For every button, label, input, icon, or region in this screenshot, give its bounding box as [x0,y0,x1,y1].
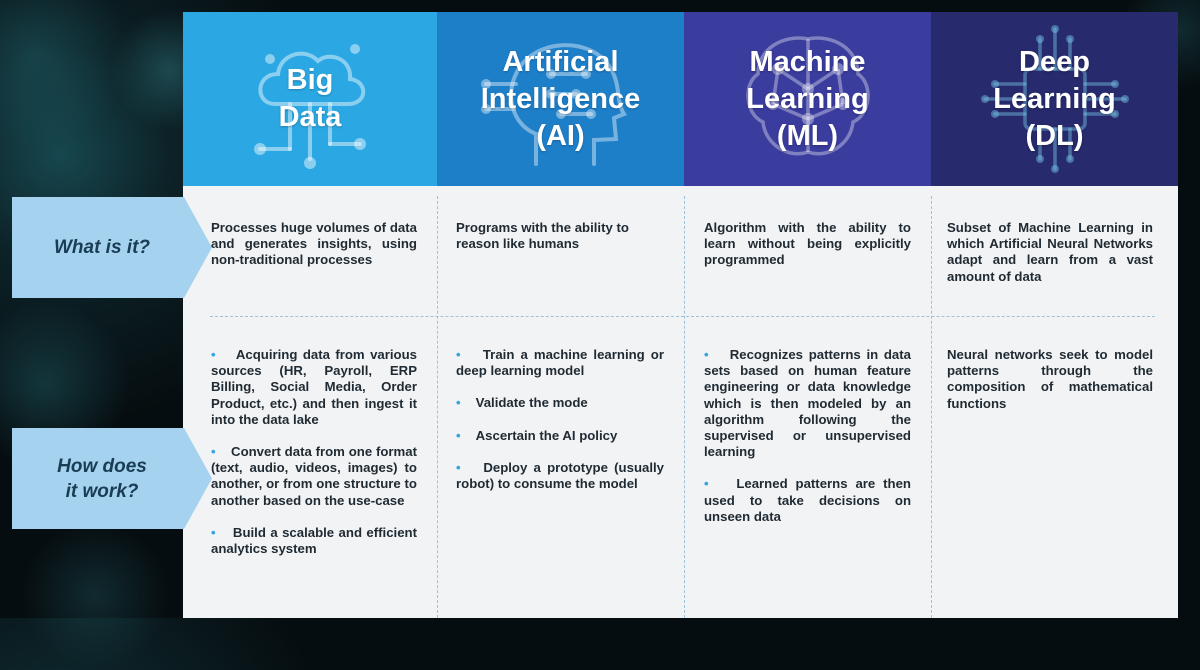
list-item: • Train a machine learning or deep learn… [456,347,664,379]
cell-what-big-data: Processes huge volumes of data and gener… [211,220,417,268]
header-title-line: Intelligence [480,82,641,115]
header-title-line: (AI) [536,119,585,152]
list-item: • Convert data from one format (text, au… [211,444,417,508]
bullet-icon: • [456,427,461,443]
list-item: • Ascertain the AI policy [456,427,618,443]
bullet-icon: • [704,476,709,492]
cell-text: Programs with the ability to reason like… [456,220,629,252]
list-item: • Recognizes patterns in data sets based… [704,347,911,460]
bullet-icon: • [211,347,216,362]
column-divider [437,196,438,618]
header-big-data: Big Data [183,12,437,186]
bullet-icon: • [704,347,709,362]
row-label-how: How does it work? [12,428,212,529]
header-title-line: Artificial [502,45,619,78]
cloud-circuit-icon [254,44,366,169]
list-item: • Deploy a prototype (usually robot) to … [456,459,664,492]
head-circuit-icon [480,43,627,166]
bullet-icon: • [456,459,461,475]
cell-how-ml: • Recognizes patterns in data sets based… [704,347,911,525]
header-title-line: (ML) [776,119,839,152]
bullet-icon: • [456,347,461,362]
cell-how-big-data: • Acquiring data from various sources (H… [211,347,417,557]
header-title-line: Big [286,64,334,96]
cell-what-dl: Subset of Machine Learning in which Arti… [947,220,1153,284]
list-item: • Validate the mode [456,395,588,411]
header-title-line: Learning [993,82,1116,115]
bullet-icon: • [211,444,216,460]
header-title-line: (DL) [1025,119,1084,152]
header-ai: Artificial Intelligence (AI) [437,12,684,186]
list-item: • Build a scalable and efficient analyti… [211,524,417,557]
chip-circuit-icon [980,25,1129,173]
bullet-icon: • [211,524,216,540]
row-label-text: How does [57,455,147,477]
list-item: • Acquiring data from various sources (H… [211,347,417,427]
row-label-text: it work? [65,480,139,502]
row-divider [210,316,1155,317]
cell-how-dl: Neural networks seek to model patterns t… [947,347,1153,411]
header-title-line: Data [278,101,342,133]
cell-what-ai: Programs with the ability to reason like… [456,220,664,252]
brain-network-icon [745,36,870,156]
column-divider [931,196,932,618]
cell-what-ml: Algorithm with the ability to learn with… [704,220,911,268]
header-dl: Deep Learning (DL) [931,12,1178,186]
cell-how-ai: • Train a machine learning or deep learn… [456,347,664,492]
header-title-line: Deep [1019,45,1090,78]
list-item: • Learned patterns are then used to take… [704,476,911,524]
header-title-line: Machine [749,45,866,78]
header-ml: Machine Learning (ML) [684,12,931,186]
bullet-icon: • [456,395,461,411]
content-panel [183,186,1178,618]
row-label-what: What is it? [12,197,212,298]
header-title-line: Learning [746,82,869,115]
column-divider [684,196,685,618]
row-label-text: What is it? [53,237,151,258]
